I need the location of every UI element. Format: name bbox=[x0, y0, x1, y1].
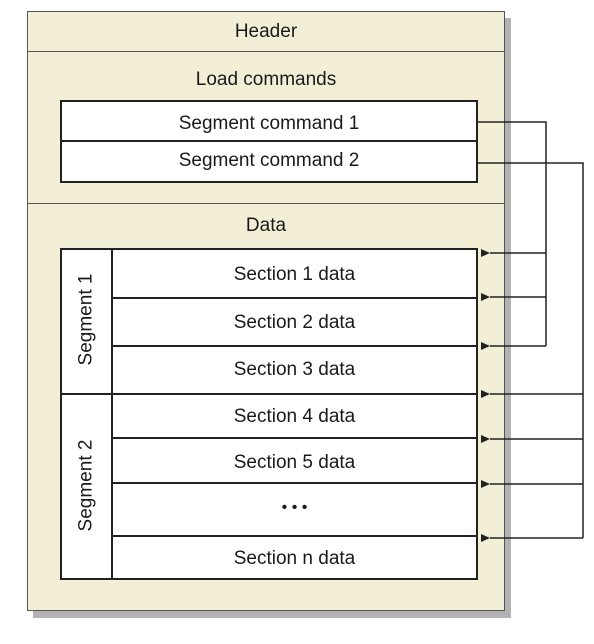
section-5-data: Section 5 data bbox=[233, 452, 356, 473]
data-table bbox=[60, 248, 478, 580]
load-commands-divider bbox=[27, 203, 505, 204]
connector-cmd1-trunk bbox=[478, 121, 547, 346]
row-divider bbox=[111, 437, 478, 439]
row-divider bbox=[111, 345, 478, 347]
section-3-data: Section 3 data bbox=[233, 359, 356, 380]
segment-column-divider bbox=[111, 248, 113, 580]
load-commands-label: Load commands bbox=[195, 69, 337, 90]
section-n-data: Section n data bbox=[233, 548, 356, 569]
section-1-data: Section 1 data bbox=[233, 264, 356, 285]
row-divider bbox=[111, 297, 478, 299]
ellipsis: • • • bbox=[281, 499, 308, 516]
connector-cmd2-trunk bbox=[478, 162, 584, 538]
row-divider bbox=[111, 482, 478, 484]
segment-command-2: Segment command 2 bbox=[178, 150, 360, 171]
header-label: Header bbox=[234, 21, 298, 42]
segment-command-1: Segment command 1 bbox=[178, 113, 360, 134]
header-divider bbox=[27, 51, 505, 52]
row-divider bbox=[111, 535, 478, 537]
load-commands-row-divider bbox=[60, 140, 478, 142]
data-label: Data bbox=[245, 215, 287, 236]
section-4-data: Section 4 data bbox=[233, 406, 356, 427]
segment-divider bbox=[60, 393, 478, 395]
section-2-data: Section 2 data bbox=[233, 312, 356, 333]
